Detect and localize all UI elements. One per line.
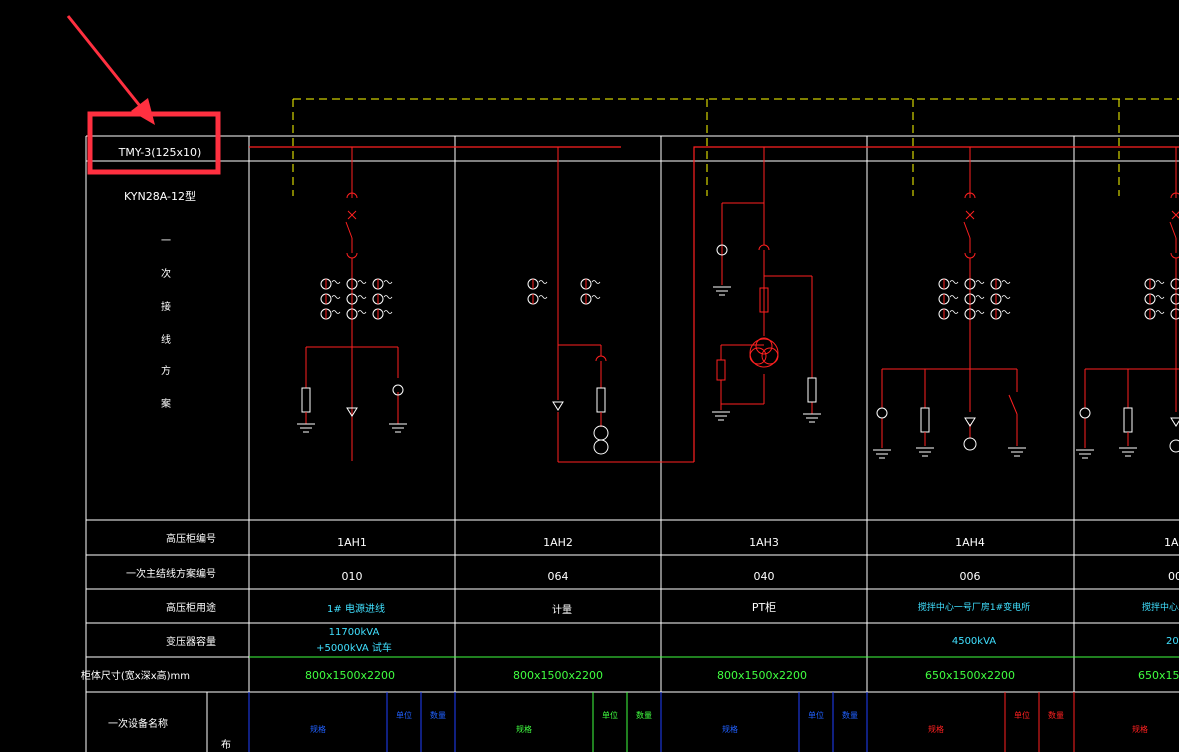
- capacity-cell: 2000kVA: [1166, 636, 1179, 647]
- dashed-busbar-frame: [292, 98, 1179, 196]
- ground-icon: [802, 413, 822, 423]
- main-bus: [249, 146, 1179, 462]
- ct-group-1AH4: [938, 278, 1011, 320]
- arrester-1AH5: [1170, 417, 1179, 427]
- equipment-cell: 单位: [602, 710, 618, 720]
- ct-group-1AH2: [527, 278, 601, 305]
- equipment-cell: 规格: [928, 724, 944, 734]
- scheme-title-char: 线: [161, 333, 171, 346]
- table-grid: [85, 135, 1179, 752]
- row-label-usage: 高压柜用途: [166, 601, 216, 614]
- row-label-transformer-capacity: 变压器容量: [166, 635, 216, 648]
- cabinet-no-cell: 1AH4: [955, 536, 985, 549]
- circuit-1AH5: [1084, 147, 1179, 448]
- arrester-1AH1: [346, 407, 358, 417]
- ground-icon: [711, 411, 731, 421]
- cabinet-model: KYN28A-12型: [124, 189, 196, 203]
- cable-head-1AH5: [1169, 439, 1179, 453]
- row-label-cabinet-no: 高压柜编号: [166, 532, 216, 545]
- row-label-equipment: 一次设备名称: [108, 717, 168, 730]
- ground-icon: [1007, 447, 1027, 457]
- ground-icon: [872, 449, 892, 459]
- scheme-no-cell: 040: [754, 570, 775, 583]
- cable-head-1AH4: [963, 437, 977, 451]
- indicator-1AH5: [1079, 407, 1091, 419]
- equipment-cell: 数量: [842, 710, 858, 720]
- scheme-title-char: 案: [161, 397, 171, 410]
- capacity-cell: +5000kVA 试车: [316, 641, 392, 654]
- equipment-cell: 规格: [516, 724, 532, 734]
- row-label-scheme-no: 一次主结线方案编号: [126, 567, 216, 580]
- capacity-cell: 4500kVA: [952, 636, 996, 647]
- usage-cell: 搅拌中心一号厂房1#变电所: [918, 601, 1030, 613]
- annotation-box: [87, 111, 221, 175]
- row-label-equipment-sub: 布: [221, 739, 231, 751]
- fuse-indicator-1AH3: [716, 244, 728, 256]
- ground-icon: [712, 286, 732, 296]
- circuit-1AH3: [716, 147, 817, 414]
- dimensions-cell: 800x1500x2200: [513, 669, 603, 682]
- equipment-cell: 数量: [1048, 710, 1064, 720]
- cabinet-no-cell: 1AH1: [337, 536, 367, 549]
- voltage-transformer-1AH2: [593, 425, 609, 455]
- scheme-no-cell: 006: [1168, 570, 1179, 583]
- scheme-title-char: 方: [161, 364, 171, 377]
- ct-group-1AH5: [1144, 278, 1179, 320]
- circuit-1AH1: [301, 147, 399, 461]
- ground-icon: [388, 423, 408, 433]
- equipment-cell: 规格: [722, 724, 738, 734]
- ct-group-1AH1: [320, 278, 393, 320]
- scheme-title-char: 次: [161, 267, 171, 280]
- scheme-title-char: 一: [161, 236, 171, 247]
- annotation-arrow-shaft: [66, 15, 150, 117]
- ground-icon: [1075, 449, 1095, 459]
- usage-cell: 搅拌中心二号厂房: [1142, 601, 1179, 613]
- annotation-highlight: [66, 15, 221, 175]
- dimensions-cell: 800x1500x2200: [717, 669, 807, 682]
- circuit-1AH4: [881, 147, 1018, 448]
- scheme-title-char: 接: [161, 300, 171, 313]
- dimensions-cell: 800x1500x2200: [305, 669, 395, 682]
- usage-cell: 计量: [552, 603, 572, 616]
- equipment-cell: 规格: [310, 724, 326, 734]
- cabinet-no-cell: 1AH2: [543, 536, 573, 549]
- equipment-cell: 规格: [1132, 724, 1148, 734]
- usage-cell: PT柜: [752, 601, 776, 614]
- busbar-label: TMY-3(125x10): [118, 146, 202, 159]
- equipment-cell: 单位: [808, 710, 824, 720]
- equipment-cell: 单位: [1014, 710, 1030, 720]
- dimensions-cell: 650x1500x2200: [925, 669, 1015, 682]
- capacity-cell: 11700kVA: [329, 627, 380, 638]
- cabinet-no-cell: 1AH5: [1164, 536, 1179, 549]
- indicator-1AH1: [392, 384, 404, 396]
- dimensions-cell: 650x1500x2200: [1138, 669, 1179, 682]
- equipment-cell: 单位: [396, 710, 412, 720]
- row-label-dimensions: 柜体尺寸(宽x深x高)mm: [81, 669, 190, 682]
- scheme-no-cell: 064: [548, 570, 569, 583]
- equipment-cell: 数量: [430, 710, 446, 720]
- equipment-cell: 数量: [636, 710, 652, 720]
- scheme-no-cell: 006: [960, 570, 981, 583]
- ground-icon: [1118, 447, 1138, 457]
- ground-icon: [915, 447, 935, 457]
- usage-cell: 1# 电源进线: [327, 602, 385, 615]
- scheme-no-cell: 010: [342, 570, 363, 583]
- cabinet-no-cell: 1AH3: [749, 536, 779, 549]
- arrester-1AH4: [964, 417, 976, 427]
- ground-icon: [296, 423, 316, 433]
- indicator-1AH4: [876, 407, 888, 419]
- equipment-subgrid: [248, 692, 1075, 752]
- arrester-1AH2: [552, 401, 564, 411]
- circuit-1AH2: [557, 147, 694, 463]
